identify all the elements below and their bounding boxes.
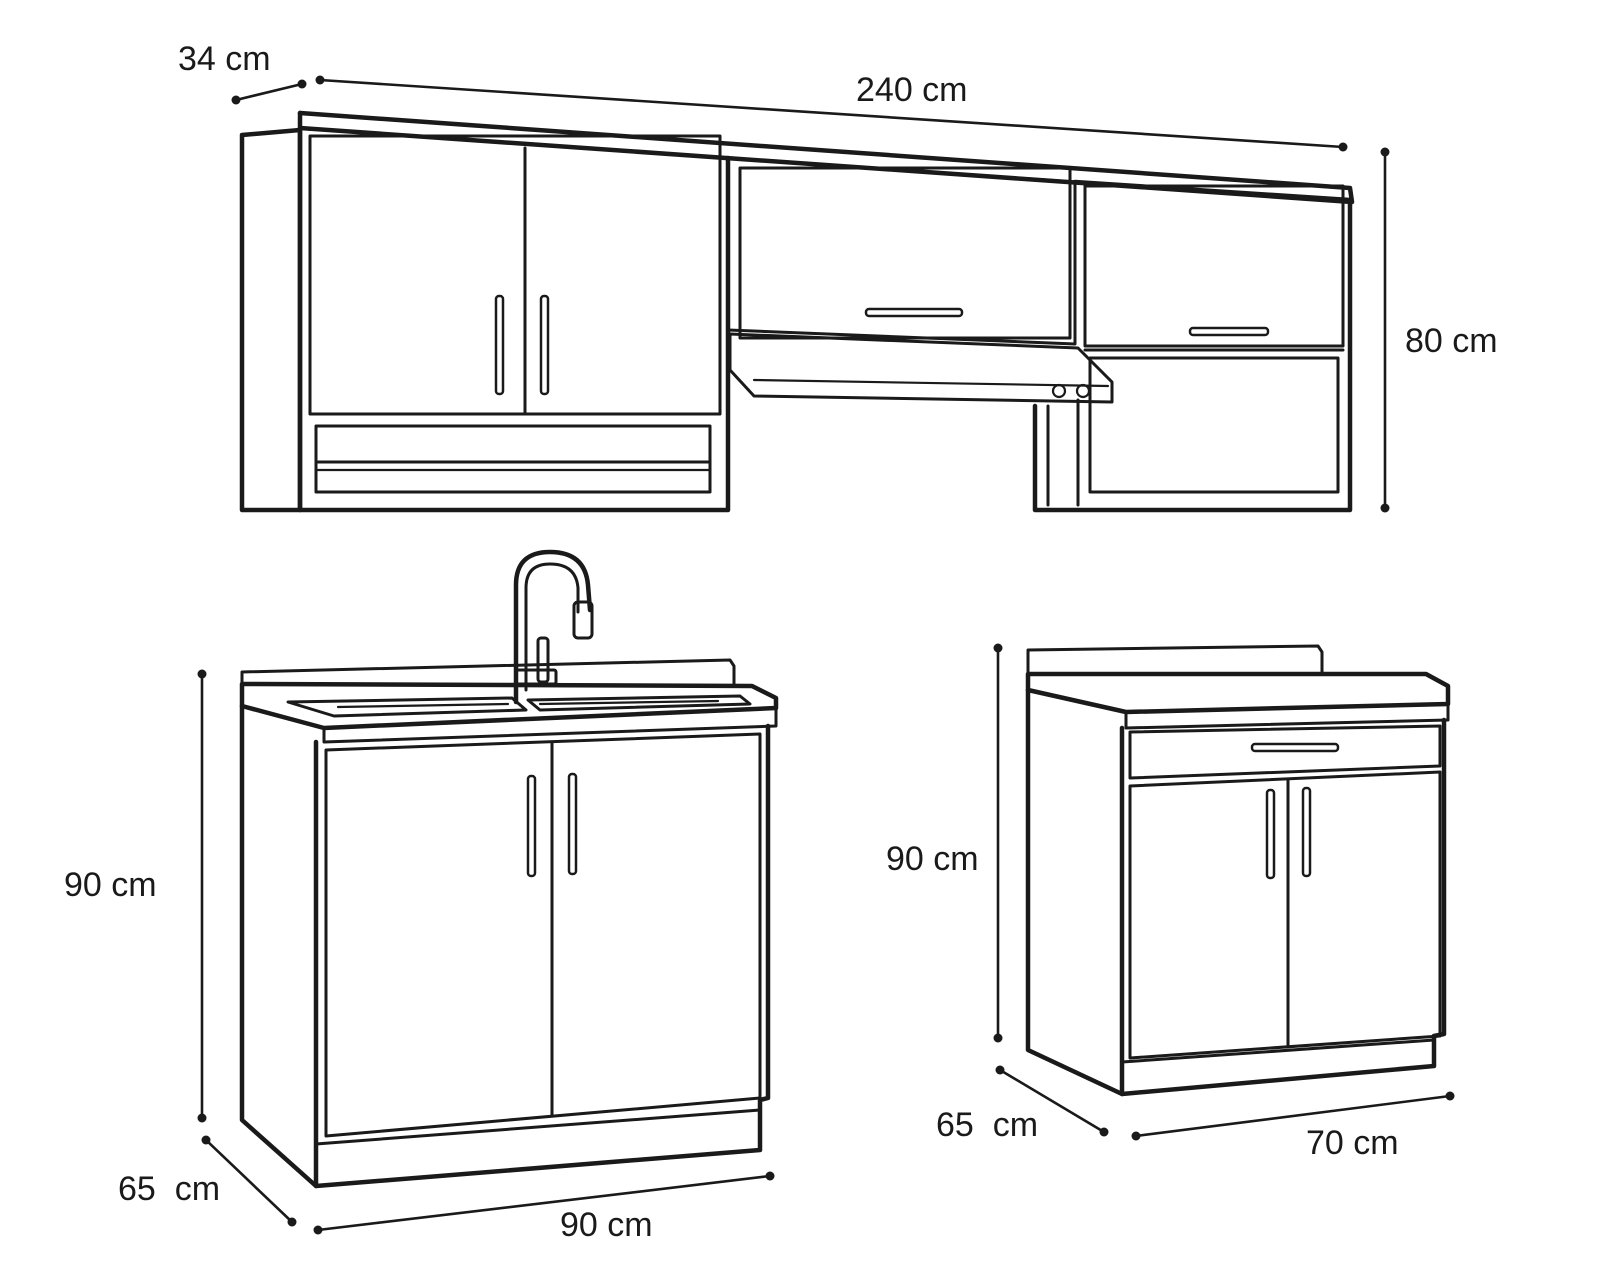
wall-unit-right-door-handle	[539, 294, 550, 396]
sink-width-dot-a	[313, 1225, 323, 1235]
wall-unit-left-door-handle	[494, 294, 505, 396]
range-hood	[728, 332, 1114, 404]
right-flap-handle	[1188, 326, 1270, 337]
sink-height-dot-a	[197, 669, 207, 679]
base-countertop	[1025, 671, 1451, 715]
base-countertop-front-edge	[1124, 702, 1450, 730]
wall-depth-label: 34 cm	[178, 40, 271, 78]
wall-width-label: 240 cm	[856, 71, 968, 109]
wall-unit-left-carcass	[297, 110, 731, 513]
wall-height-dot-a	[1380, 147, 1390, 157]
hood-cabinet-door	[738, 166, 1072, 340]
base-backsplash	[1026, 644, 1324, 676]
wall-height-label: 80 cm	[1405, 322, 1498, 360]
faucet-spray-head	[572, 600, 594, 640]
wall-depth-dot-b	[297, 79, 307, 89]
faucet-lever	[536, 636, 550, 684]
wall-width-dot-a	[315, 75, 325, 85]
range-hood-edge	[752, 378, 1110, 388]
sink-basin-left	[286, 696, 528, 718]
sink-cabinet-doors-frame	[324, 732, 762, 1138]
sink-depth-dimension-line	[204, 1138, 294, 1224]
base-drawer-front	[1128, 724, 1442, 780]
sink-depth-dot-b	[287, 1217, 297, 1227]
sink-right-door-handle	[567, 772, 578, 876]
sink-depth-label: 65 cm	[118, 1170, 220, 1208]
base-width-label: 70 cm	[1306, 1124, 1399, 1162]
sink-base-unit	[239, 549, 779, 1189]
sink-height-dot-b	[197, 1113, 207, 1123]
sink-plinth-line	[314, 1108, 762, 1146]
wall-unit-side-panel	[239, 127, 303, 513]
sink-width-dimension-line	[316, 1174, 772, 1232]
wall-width-dot-b	[1338, 142, 1348, 152]
hood-knob-1	[1051, 383, 1067, 399]
sink-unit-dimensions: 90 cm 65 cm 90 cm	[64, 669, 775, 1244]
base-plinth-line	[1120, 1038, 1436, 1064]
base-depth-dimension-line	[998, 1068, 1106, 1134]
wall-cabinet-unit	[239, 110, 1355, 513]
faucet-base	[514, 668, 558, 686]
wall-unit-right-carcass	[1032, 179, 1353, 513]
base-depth-dot-b	[1099, 1127, 1109, 1137]
sink-basin-right-inner	[538, 699, 720, 706]
sink-width-label: 90 cm	[560, 1206, 653, 1244]
base-cabinet-side	[1025, 687, 1125, 1097]
sink-depth-dot-a	[201, 1135, 211, 1145]
base-height-label: 90 cm	[886, 840, 979, 878]
hood-cabinet-handle	[864, 307, 964, 318]
faucet-spout	[513, 549, 593, 705]
base-unit-dimensions: 90 cm 65 cm 70 cm	[886, 643, 1455, 1162]
right-open-compartment	[1088, 356, 1340, 494]
sink-backsplash	[240, 658, 736, 686]
wall-depth-dimension-line	[234, 82, 304, 102]
base-height-dot-a	[993, 643, 1003, 653]
base-height-dot-b	[993, 1033, 1003, 1043]
wall-unit-dimensions: 34 cm 240 cm 80 cm	[178, 40, 1498, 513]
faucet-spout-inner	[524, 562, 580, 692]
base-depth-label: 65 cm	[936, 1106, 1038, 1144]
base-width-dot-b	[1445, 1091, 1455, 1101]
drawer-base-unit	[1025, 644, 1451, 1097]
base-left-door-handle	[1265, 788, 1276, 880]
wall-unit-left-doors-frame	[308, 134, 722, 416]
sink-basin-right	[526, 694, 752, 712]
sink-width-dot-b	[765, 1171, 775, 1181]
wall-width-dimension-line	[318, 78, 1345, 149]
sink-left-door-handle	[526, 774, 537, 878]
base-width-dot-a	[1131, 1131, 1141, 1141]
base-right-door-handle	[1301, 786, 1312, 878]
base-cabinet-doors-frame	[1128, 770, 1442, 1060]
sink-countertop-front-edge	[322, 706, 778, 744]
sink-cabinet-side	[239, 703, 319, 1189]
base-width-dimension-line	[1134, 1094, 1452, 1138]
right-flap-door	[1083, 184, 1345, 348]
sink-basin-left-inner	[336, 702, 510, 709]
sink-height-label: 90 cm	[64, 866, 157, 904]
wall-depth-dot-a	[231, 95, 241, 105]
wall-unit-open-shelf	[314, 424, 712, 494]
wall-height-dot-b	[1380, 503, 1390, 513]
hood-knob-2	[1075, 383, 1091, 399]
sink-cabinet-body	[313, 723, 771, 1189]
base-drawer-handle	[1250, 742, 1340, 753]
base-depth-dot-a	[995, 1065, 1005, 1075]
